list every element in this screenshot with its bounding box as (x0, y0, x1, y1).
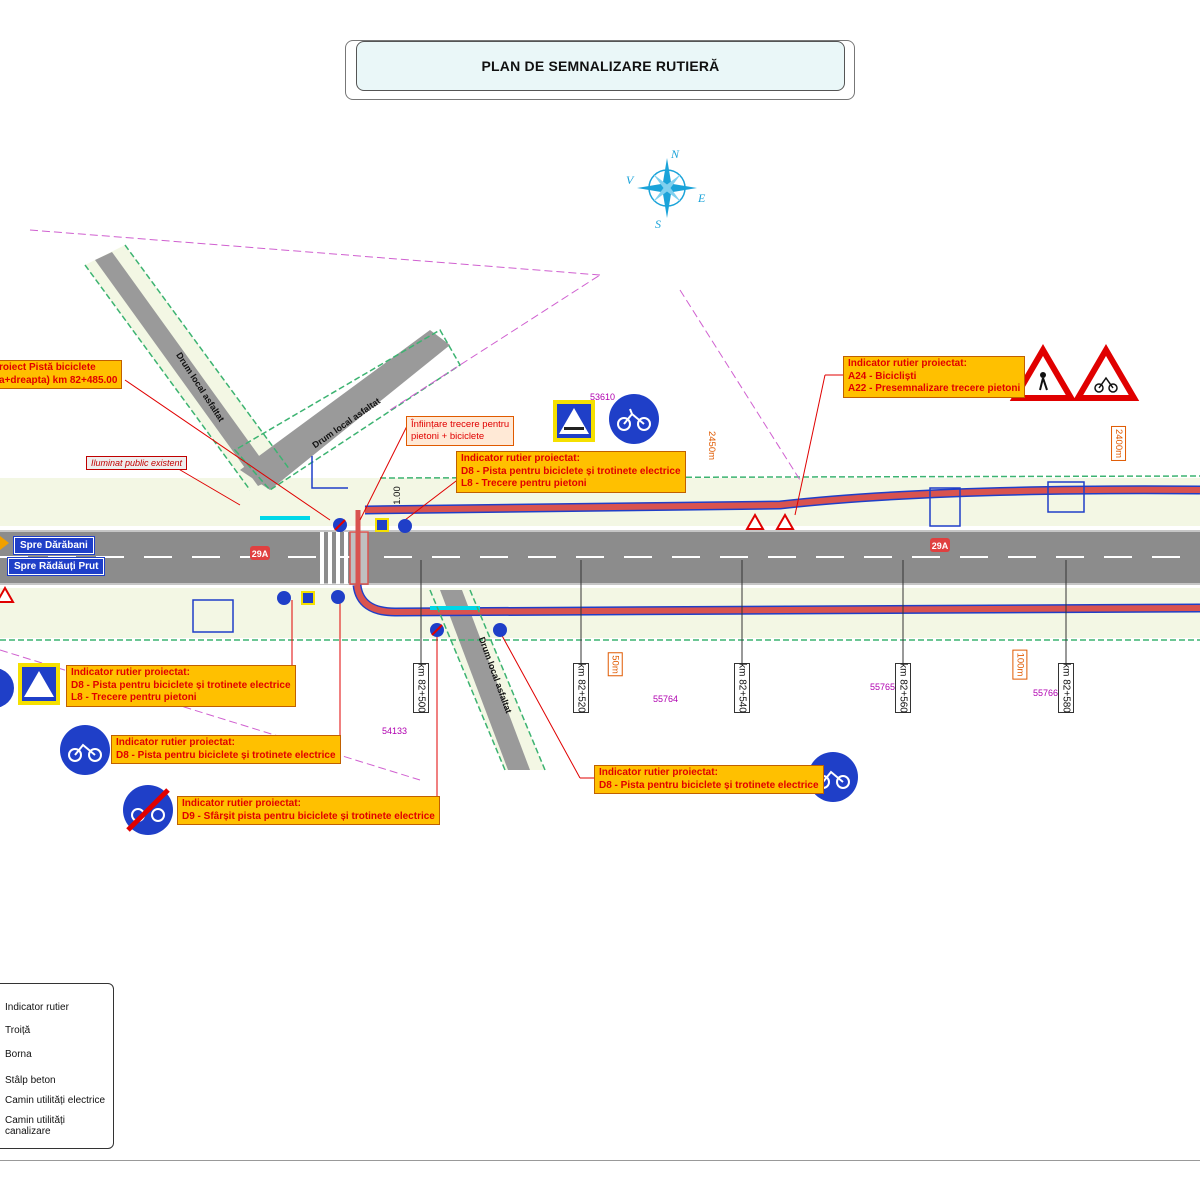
local-road-2 (240, 330, 450, 490)
legend: Indicator rutier Troiță Borna Stâlp beto… (0, 983, 114, 1149)
callout-top-right: Indicator rutier proiectat: A24 - Bicicl… (843, 356, 1026, 398)
callout-left-d8: Indicator rutier proiectat: D8 - Pista p… (111, 735, 341, 764)
sheet-border (0, 1160, 1200, 1161)
bike-lane-end-sign-icon (123, 785, 173, 835)
legend-item: Stâlp beton (5, 1075, 56, 1086)
svg-text:29A: 29A (932, 541, 949, 551)
compass-n: N (670, 147, 680, 161)
bike-lane-north (364, 486, 1200, 513)
pedestrian-crossing-sign-icon (553, 400, 595, 442)
km-leaders (420, 560, 1067, 663)
km-label: km 82+580 (1058, 663, 1074, 713)
callout-infiintare: Înființare trecere pentru pietoni + bici… (406, 416, 515, 446)
road-code-badge-2: 29A (930, 538, 950, 552)
legend-item: Indicator rutier (5, 1002, 69, 1013)
km-label: km 82+560 (895, 663, 911, 713)
parcel-number: 55765 (870, 682, 896, 692)
compass-w: V (626, 173, 635, 187)
title-box: PLAN DE SEMNALIZARE RUTIERĂ (356, 41, 845, 91)
map-sign-markers (0, 512, 795, 637)
direction-darabani: Spre Dărăbani (13, 536, 95, 555)
callout-iluminat: Iluminat public existent (86, 456, 188, 470)
page-title: PLAN DE SEMNALIZARE RUTIERĂ (481, 58, 720, 74)
compass-s: S (655, 217, 661, 231)
dimension-label: 2400m (1111, 425, 1127, 462)
local-road-2-fence (233, 328, 462, 491)
road-code-badge: 29A (250, 546, 270, 560)
dimension-label: 50m (607, 652, 623, 677)
bike-lane-sign-icon (609, 394, 659, 444)
leader-lines (124, 374, 845, 801)
parcel-number: 53610 (590, 392, 616, 402)
legend-item: Camin utilități electrice (5, 1095, 106, 1106)
compass-icon (637, 158, 697, 218)
local-road-1 (95, 252, 275, 486)
km-label: km 82+540 (734, 663, 750, 713)
pedestrian-crossing-sign-left-icon (18, 663, 60, 705)
bike-lane-south (354, 584, 1200, 616)
compass-e: E (697, 191, 706, 205)
local-road-3 (440, 590, 530, 770)
parcel-number: 55766 (1033, 688, 1059, 698)
callout-pista-proiect: roiect Pistă biciclete a+dreapta) km 82+… (0, 360, 123, 389)
dimension-label: 1.00 (391, 486, 403, 505)
dimension-label: 2450m (706, 430, 718, 461)
svg-text:29A: 29A (252, 549, 269, 559)
km-label: km 82+520 (573, 663, 589, 713)
callout-top-mid: Indicator rutier proiectat: D8 - Pista p… (456, 451, 686, 493)
pedestrian-warning-sign-icon (1009, 344, 1077, 401)
legend-item: Camin utilități canalizare (5, 1115, 66, 1137)
km-label: km 82+500 (413, 663, 429, 713)
direction-radauti: Spre Rădăuți Prut (6, 557, 106, 576)
legend-item: Borna (5, 1049, 32, 1060)
parcel-number: 54133 (382, 726, 408, 736)
callout-left-d9: Indicator rutier proiectat: D9 - Sfârșit… (177, 796, 440, 825)
callout-left-mid: Indicator rutier proiectat: D8 - Pista p… (66, 665, 296, 707)
bike-lane-sign-left-icon (0, 668, 14, 708)
callout-right-d8: Indicator rutier proiectat: D8 - Pista p… (594, 765, 824, 794)
title-frame (345, 40, 855, 100)
cyclist-warning-sign-icon (1072, 344, 1140, 401)
bike-lane-sign-mid-icon (60, 725, 110, 775)
dimension-label: 100m (1012, 649, 1028, 680)
parcel-number: 55764 (653, 694, 679, 704)
pedestrian-crossing (318, 532, 348, 584)
legend-item: Troiță (5, 1025, 31, 1036)
outline-boxes (192, 456, 1085, 633)
